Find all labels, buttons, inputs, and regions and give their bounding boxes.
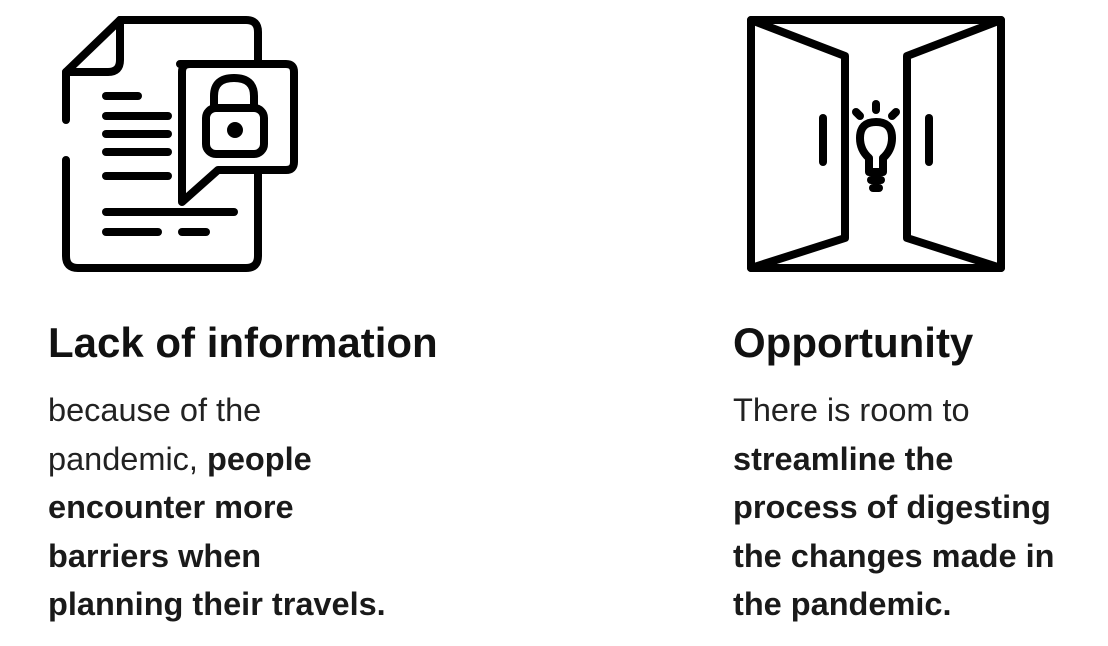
card-description: because of the pandemic, people encounte… <box>48 386 386 629</box>
description-line: the changes made in <box>733 537 1055 574</box>
description-line: planning their travels. <box>48 586 386 622</box>
open-door-lightbulb-icon <box>747 16 1005 272</box>
card-description: There is room to streamline the process … <box>733 386 1054 629</box>
description-line: There is room to <box>733 392 970 428</box>
card-title: Opportunity <box>733 319 974 366</box>
card-title: Lack of information <box>48 319 438 366</box>
description-line: pandemic, people <box>48 440 312 477</box>
description-line: encounter more <box>48 489 294 525</box>
description-line: process of digesting <box>733 489 1051 525</box>
locked-document-icon <box>62 16 298 272</box>
description-line: streamline the <box>733 440 954 477</box>
description-line: because of the <box>48 392 262 428</box>
description-line: barriers when <box>48 537 262 574</box>
description-line: the pandemic. <box>733 586 952 622</box>
